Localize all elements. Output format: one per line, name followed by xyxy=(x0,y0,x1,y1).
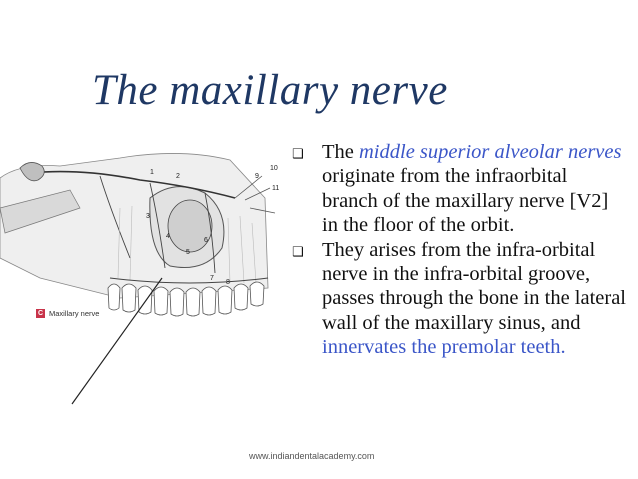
highlight-text: innervates the premolar teeth. xyxy=(322,336,566,359)
footer-url: www.indiandentalacademy.com xyxy=(249,451,375,461)
slide-title: The maxillary nerve xyxy=(92,67,448,114)
figure-number: 8 xyxy=(226,279,230,286)
caption-label: Maxillary nerve xyxy=(49,309,100,318)
bullet-text: They arises from the infra-orbital nerve… xyxy=(322,238,626,359)
figure-number: 1 xyxy=(150,169,154,176)
figure-number: 7 xyxy=(210,275,214,282)
bullet-item: ❑ The middle superior alveolar nerves or… xyxy=(292,140,628,238)
figure-number: 3 xyxy=(146,213,150,220)
figure-number: 5 xyxy=(186,249,190,256)
checkbox-bullet-icon: ❑ xyxy=(292,244,304,260)
figure-number: 9 xyxy=(255,173,259,180)
caption-tag: C xyxy=(36,309,45,318)
bullet-list: ❑ The middle superior alveolar nerves or… xyxy=(292,140,628,360)
figure-caption: C Maxillary nerve xyxy=(36,309,99,318)
figure-number: 11 xyxy=(272,185,279,192)
figure-number: 6 xyxy=(204,237,208,244)
checkbox-bullet-icon: ❑ xyxy=(292,147,304,162)
figure-number: 10 xyxy=(270,165,278,172)
figure-number: 4 xyxy=(166,233,170,240)
bullet-text: The middle superior alveolar nerves orig… xyxy=(322,141,622,237)
figure-number: 2 xyxy=(176,173,180,180)
highlight-text: middle superior alveolar nerves xyxy=(359,141,622,163)
bullet-item: ❑ They arises from the infra-orbital ner… xyxy=(292,238,628,360)
maxillary-nerve-figure: 1 2 3 4 5 6 7 8 9 10 11 xyxy=(0,153,279,317)
